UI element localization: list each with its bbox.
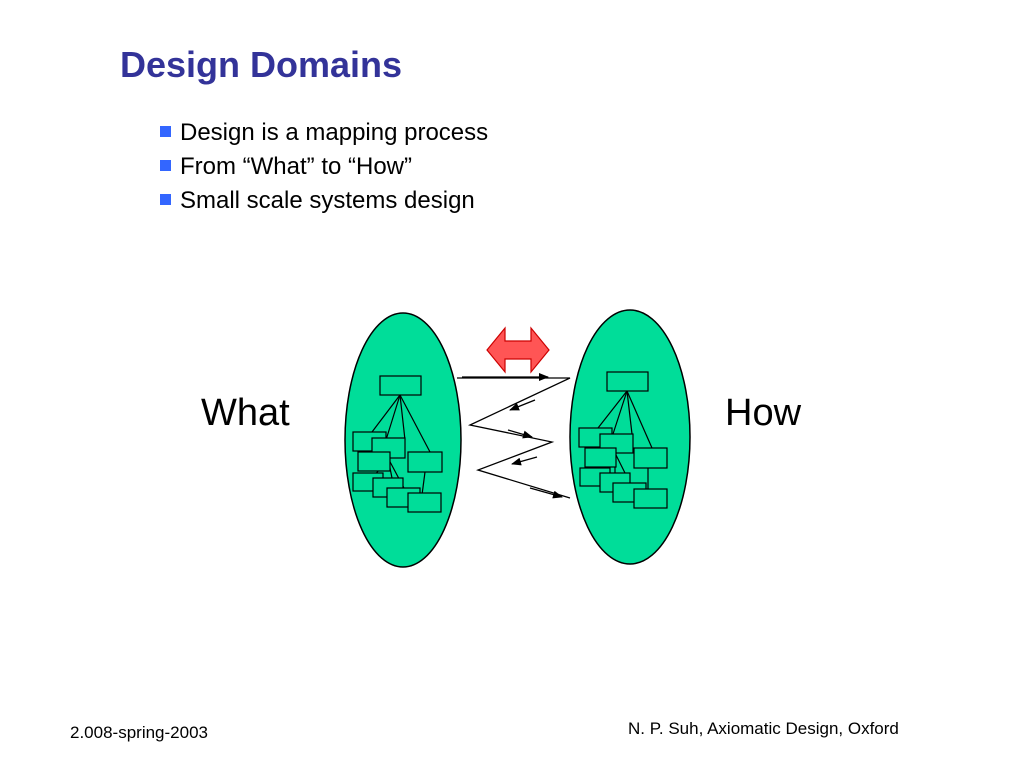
- functional-domain: [344, 312, 462, 568]
- what-label: What: [201, 392, 290, 434]
- footer-citation: N. P. Suh, Axiomatic Design, Oxford: [628, 719, 899, 738]
- square-bullet-icon: [160, 159, 171, 171]
- hierarchy-tree: [578, 371, 668, 509]
- physical-domain: [569, 309, 691, 565]
- bullet-text: Small scale systems design: [180, 187, 475, 214]
- square-bullet-icon: [160, 193, 171, 205]
- bullet-item: Design is a mapping process: [160, 116, 488, 150]
- zigzag-mapping-path: [457, 373, 571, 499]
- bullet-list: Design is a mapping process From “What” …: [160, 116, 488, 218]
- slide-title: Design Domains: [120, 44, 403, 85]
- bullet-text: Design is a mapping process: [180, 119, 489, 146]
- hierarchy-tree: [352, 375, 443, 513]
- square-bullet-icon: [160, 125, 171, 137]
- bullet-item: Small scale systems design: [160, 184, 488, 218]
- bullet-text: From “What” to “How”: [180, 153, 413, 180]
- bullet-item: From “What” to “How”: [160, 150, 488, 184]
- footer-course-code: 2.008-spring-2003: [70, 723, 208, 742]
- double-arrow-icon: [486, 326, 550, 374]
- how-label: How: [725, 392, 802, 434]
